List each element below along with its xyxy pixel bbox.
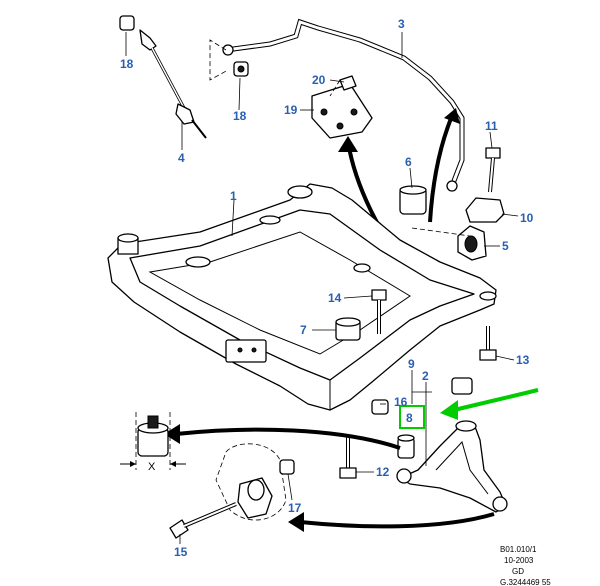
stabilizer-arrowhead (444, 108, 460, 124)
detail-bushing (120, 412, 186, 470)
stabilizer-bar (209, 18, 465, 192)
callout-1: 1 (230, 189, 237, 203)
callout-16: 16 (394, 395, 408, 409)
callout-9: 9 (408, 357, 415, 371)
highlight-box (399, 405, 425, 429)
callout-6: 6 (405, 155, 412, 169)
subframe-bolt-upper (371, 289, 387, 334)
knuckle-bolt (169, 502, 237, 539)
bushing-bolt (485, 147, 501, 193)
callout-13: 13 (516, 353, 530, 367)
callout-14: 14 (328, 291, 342, 305)
ref-line-1: B01.010/1 (500, 545, 537, 554)
mount-bracket (311, 75, 373, 139)
detail-arrow-bottom (299, 512, 495, 529)
stabilizer-arrow (428, 115, 454, 223)
detail-arrow-left (175, 427, 401, 450)
detail-arrowhead-left (164, 424, 180, 444)
subframe-bolt-rear (479, 326, 497, 361)
callout-17: 17 (288, 501, 302, 515)
ref-line-2: 10-2003 (504, 556, 534, 565)
detail-arrowhead-bottom (288, 512, 304, 532)
highlight-arrow (453, 388, 539, 412)
stabilizer-link (119, 15, 207, 139)
stabilizer-clamp (411, 197, 505, 261)
link-nut (233, 61, 249, 77)
ref-line-4: G.3244469 55 (500, 578, 551, 586)
rear-mount-bushing (371, 377, 473, 415)
callout-10: 10 (520, 211, 534, 225)
lower-arm-bolt (339, 436, 357, 479)
callout-4: 4 (178, 151, 185, 165)
callout-8: 8 (406, 411, 413, 425)
callout-19: 19 (284, 103, 298, 117)
ref-line-3: GD (512, 567, 524, 576)
front-subframe (107, 183, 497, 411)
callout-2: 2 (422, 369, 429, 383)
callout-20: 20 (312, 73, 326, 87)
callout-18-link: 18 (120, 57, 134, 71)
callout-11: 11 (485, 119, 498, 133)
lower-control-arm (396, 420, 508, 513)
callout-12: 12 (376, 465, 390, 479)
leader-lines (125, 32, 519, 544)
knuckle-detail (215, 443, 295, 521)
bracket-arrowhead (338, 136, 358, 152)
stabilizer-bushing (399, 185, 427, 215)
callout-15: 15 (174, 545, 188, 559)
subframe-bushing (335, 317, 361, 341)
callout-5: 5 (502, 239, 509, 253)
callout-3: 3 (398, 17, 405, 31)
highlight-arrowhead (440, 400, 458, 420)
lower-arm-bushing (397, 434, 415, 459)
dimension-label: X (148, 461, 156, 473)
callout-18-nut: 18 (233, 109, 247, 123)
callout-7: 7 (300, 323, 307, 337)
subframe-front-mount (117, 233, 139, 255)
